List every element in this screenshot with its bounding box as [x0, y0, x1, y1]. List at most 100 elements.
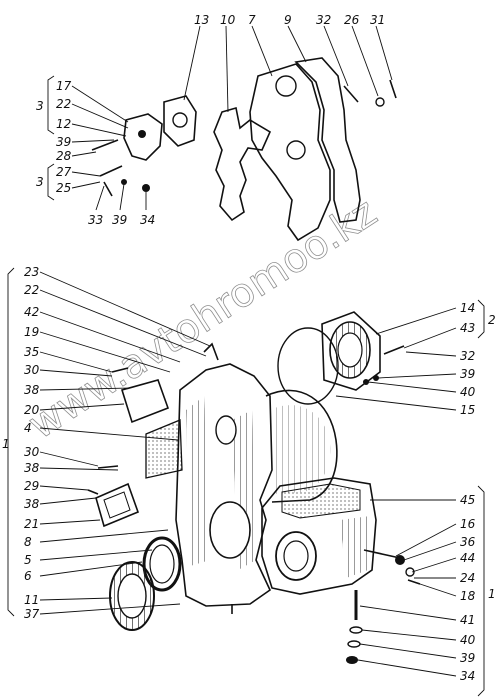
case-bearing-bore-inner [283, 540, 309, 572]
nut-34 [346, 656, 358, 664]
washer-39 [121, 179, 127, 185]
callout-17: 17 [56, 79, 72, 93]
callout-20: 20 [24, 403, 40, 417]
callout-14: 14 [460, 301, 475, 315]
bolt-30 [97, 465, 119, 469]
group-label-1-left: 1 [2, 437, 10, 451]
callout-38: 38 [24, 383, 40, 397]
cover-plate-20 [120, 379, 170, 424]
callout-39: 39 [56, 135, 71, 149]
bolt-18 [407, 579, 421, 585]
cover-hole [275, 75, 297, 97]
group-brackets [7, 75, 485, 697]
bolt-28 [91, 139, 119, 151]
bolt-29 [87, 489, 99, 495]
callout-23: 23 [24, 265, 39, 279]
washer-39-right [373, 375, 379, 381]
case-rib [340, 516, 370, 578]
callout-19: 19 [24, 325, 39, 339]
housing-rib-left [186, 396, 210, 566]
callout-21: 21 [24, 517, 39, 531]
washer-26 [375, 97, 385, 107]
flange-13 [163, 95, 197, 147]
fitting-23 [203, 342, 219, 361]
callout-34-bottom: 34 [460, 669, 475, 683]
bolt-32 [343, 85, 359, 103]
bolt-27 [99, 165, 123, 177]
callout-18: 18 [460, 589, 476, 603]
callout-8: 8 [24, 535, 32, 549]
cover-plate-21-window [103, 491, 131, 519]
crown-drum-14 [321, 311, 381, 391]
callout-11: 11 [24, 593, 39, 607]
callout-35: 35 [24, 345, 39, 359]
callout-39-bottom: 39 [460, 651, 475, 665]
callout-33: 33 [88, 213, 103, 227]
nut-40-right [363, 379, 369, 385]
gasket-10 [213, 106, 272, 222]
callout-38b: 38 [24, 461, 40, 475]
seal-ring-5 [142, 536, 182, 592]
case-top-opening [281, 483, 361, 519]
callout-36: 36 [460, 535, 476, 549]
washer-40 [349, 626, 363, 634]
group-label-3-upper: 3 [36, 99, 44, 113]
callout-32: 32 [316, 13, 331, 27]
bolt-31 [389, 79, 397, 99]
cover-plate-7 [249, 63, 331, 242]
callout-15: 15 [460, 403, 475, 417]
housing-side-wall [145, 419, 183, 479]
bracket-17 [123, 113, 163, 161]
callout-7: 7 [248, 13, 256, 27]
callout-43: 43 [460, 321, 475, 335]
callout-29: 29 [24, 479, 39, 493]
housing-shell-shade [270, 405, 331, 494]
callout-4: 4 [24, 421, 32, 435]
washer-39 [347, 640, 361, 648]
case-bearing-bore [275, 531, 317, 581]
cover-hole [286, 140, 306, 160]
crown-drum-bore [337, 332, 363, 368]
callout-12: 12 [56, 117, 71, 131]
shaft-16 [363, 549, 401, 559]
callout-30b: 30 [24, 445, 40, 459]
flange-hole [172, 112, 188, 128]
cover-plate-21 [95, 482, 140, 528]
housing-opening-small [215, 415, 237, 445]
callout-30: 30 [24, 363, 40, 377]
callout-34: 34 [140, 213, 155, 227]
gearbox-case-45 [261, 477, 377, 595]
callout-41: 41 [460, 613, 475, 627]
callout-39b: 39 [112, 213, 127, 227]
bolt-33 [103, 181, 113, 197]
seal-ring-11-inner [117, 573, 147, 619]
callout-25: 25 [56, 181, 71, 195]
callout-24: 24 [460, 571, 475, 585]
bracket-bolt [138, 130, 146, 138]
bolt-35 [111, 367, 129, 373]
callout-44: 44 [460, 551, 475, 565]
callout-26: 26 [344, 13, 360, 27]
callout-32-right: 32 [460, 349, 475, 363]
washer-44 [405, 567, 415, 577]
callout-27: 27 [56, 165, 72, 179]
leader-lines [39, 25, 457, 677]
group-label-1-right: 1 [488, 587, 496, 601]
callout-16: 16 [460, 517, 476, 531]
callout-6: 6 [24, 569, 32, 583]
callout-40-right: 40 [460, 385, 476, 399]
callout-45: 45 [460, 493, 475, 507]
group-label-3-lower: 3 [36, 175, 44, 189]
callout-22: 22 [56, 97, 71, 111]
callout-28: 28 [56, 149, 72, 163]
nut-34 [142, 184, 150, 192]
callout-31: 31 [370, 13, 385, 27]
callout-39-right: 39 [460, 367, 475, 381]
callout-42: 42 [24, 305, 39, 319]
callout-5: 5 [24, 553, 32, 567]
callout-37: 37 [24, 607, 40, 621]
callout-22-left: 22 [24, 283, 39, 297]
gasket-ring-15 [277, 327, 339, 405]
